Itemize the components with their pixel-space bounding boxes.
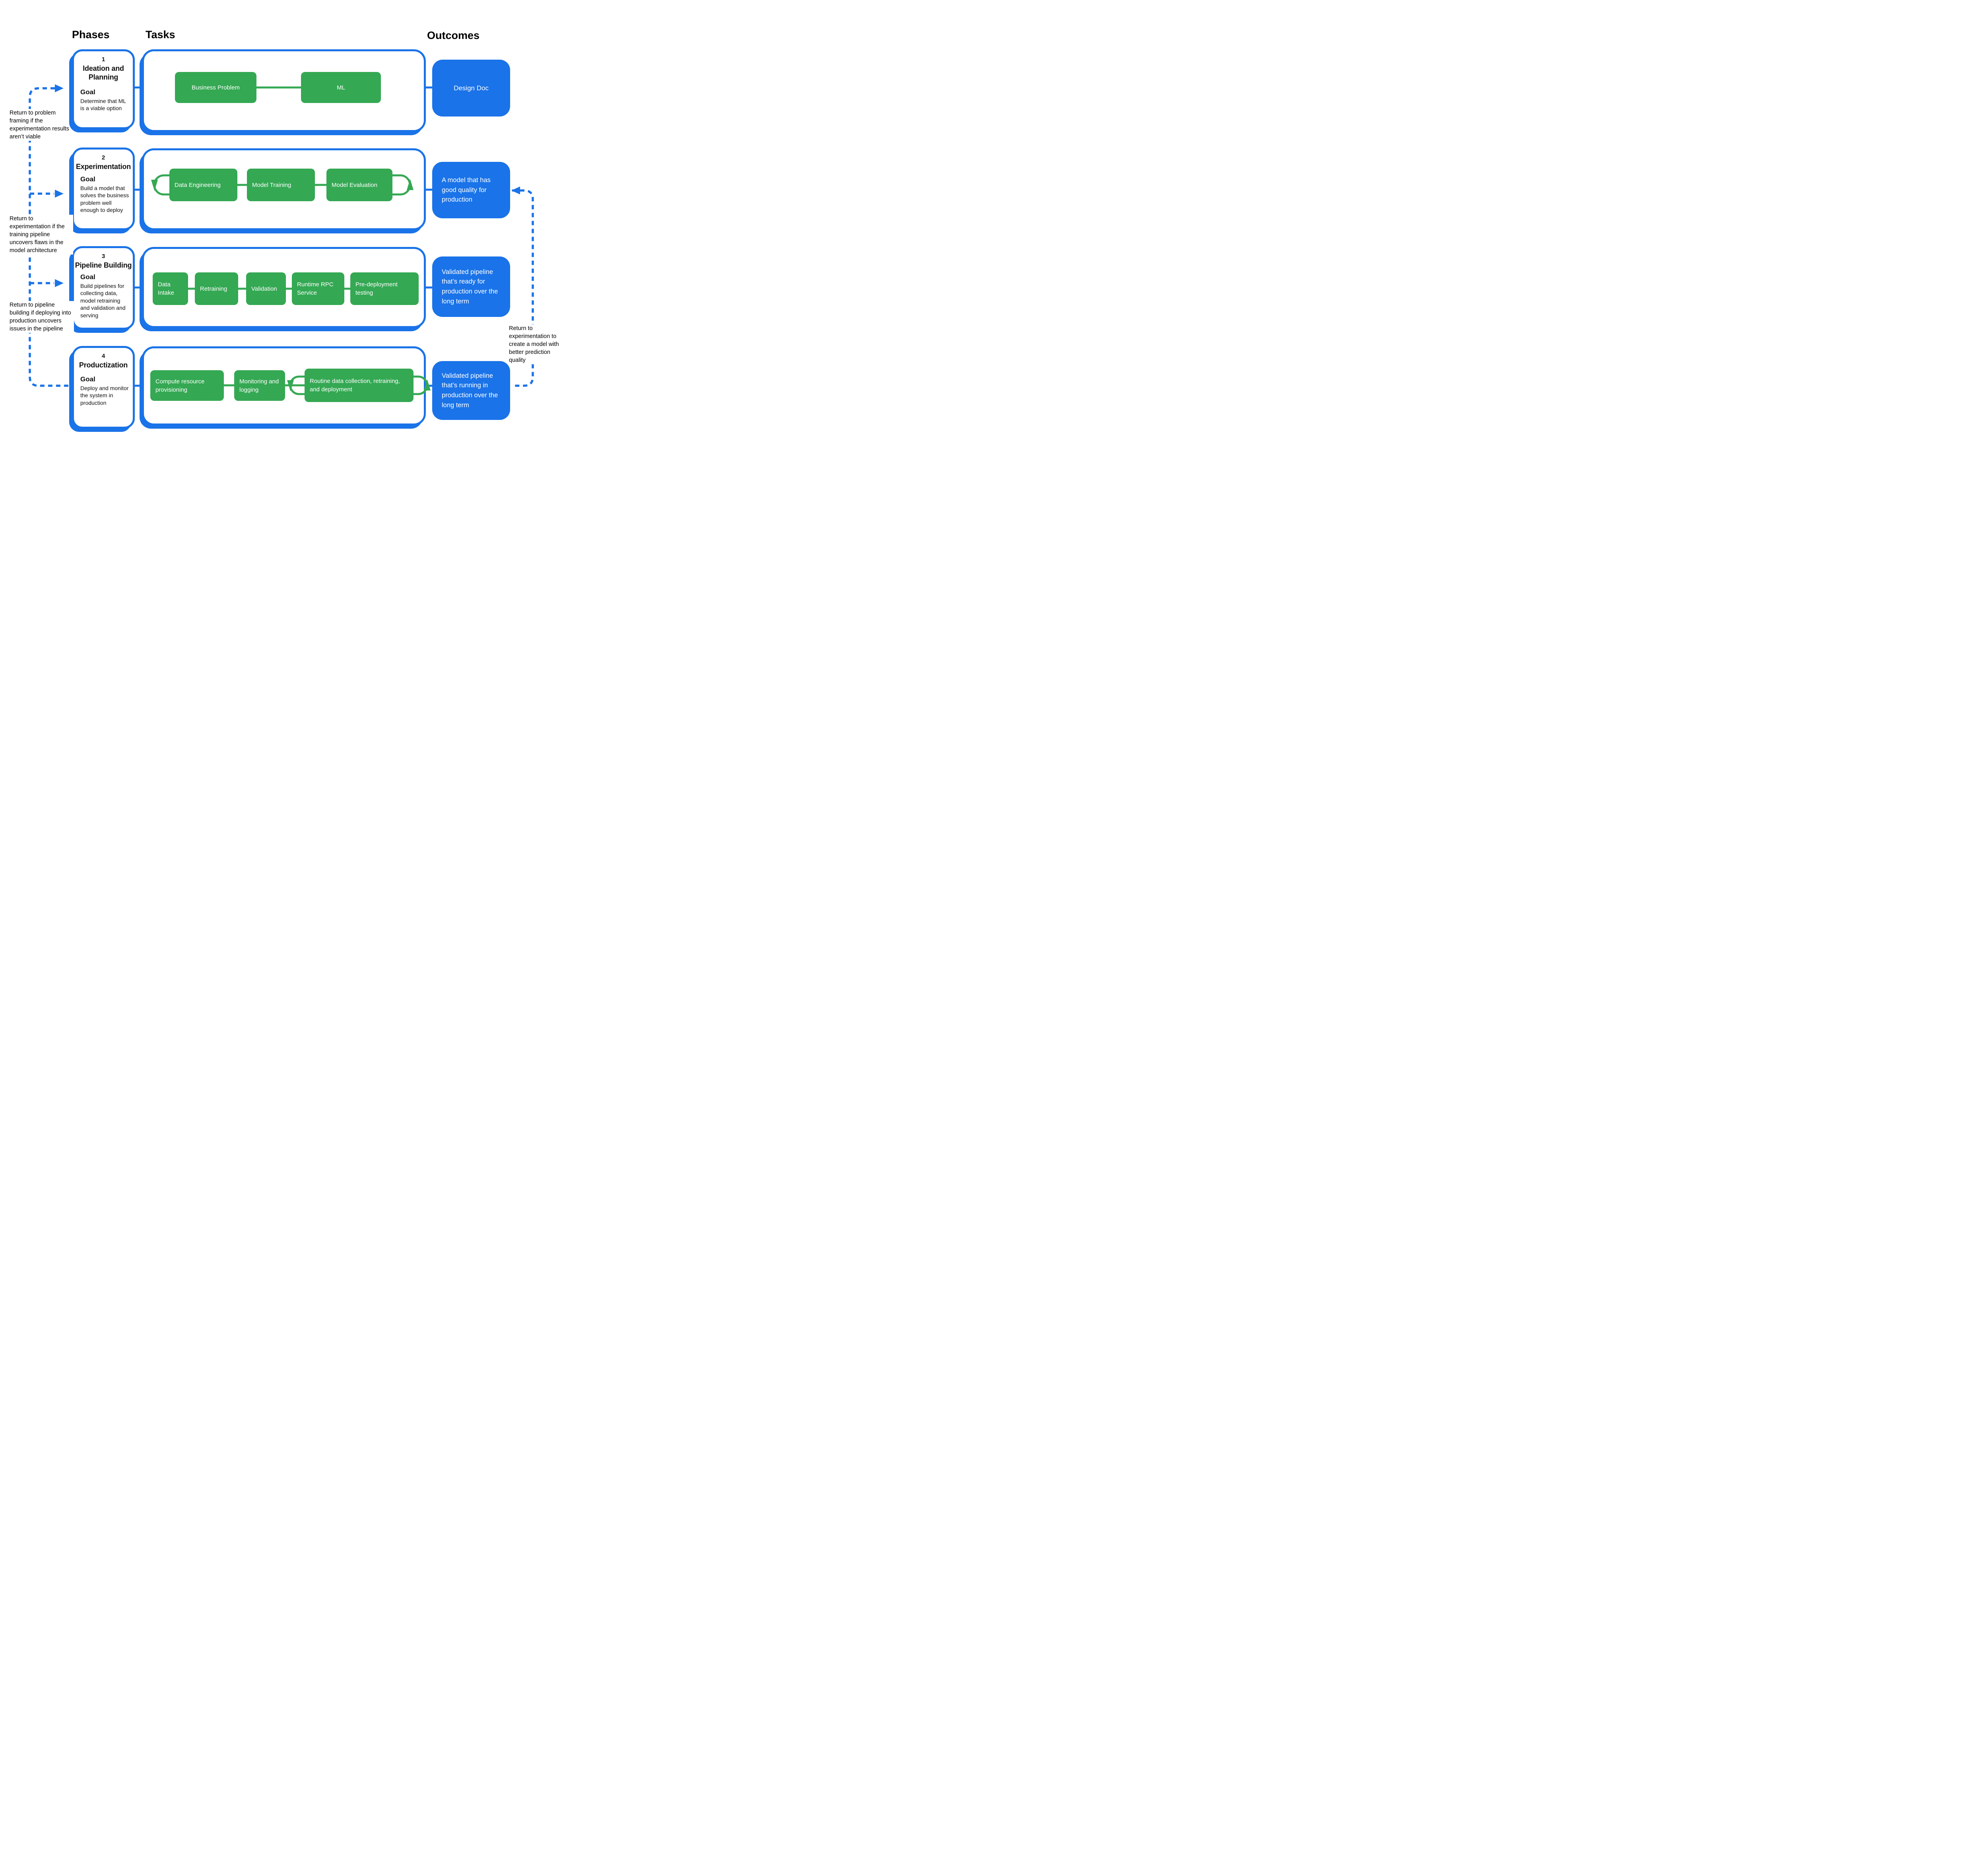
- phase-title: Productization: [79, 361, 128, 369]
- phase-title: Ideation and Planning: [83, 64, 124, 81]
- outcomes-header: Outcomes: [427, 29, 480, 41]
- phase-card-ideation: 1 Ideation and Planning Goal Determine t…: [72, 49, 135, 129]
- note-return-pipeline-building: Return to pipeline building if deploying…: [10, 301, 74, 333]
- return-arrow-to-experimentation-icon: [55, 190, 64, 198]
- goal-text: Determine that ML is a viable option: [80, 97, 126, 112]
- task-compute-resource-provisioning: Compute resource provisioning: [150, 370, 224, 401]
- goal-label: Goal: [80, 175, 95, 183]
- task-model-training: Model Training: [247, 169, 315, 201]
- phase-card-pipeline-building: 3 Pipeline Building Goal Build pipelines…: [72, 246, 135, 330]
- note-return-better-prediction: Return to experimentation to create a mo…: [509, 324, 562, 364]
- goal-text: Build pipelines for collecting data, mod…: [80, 282, 126, 319]
- phase-title: Experimentation: [76, 163, 131, 171]
- outcome-good-quality-model: A model that has good quality for produc…: [432, 162, 510, 218]
- phase-card-experimentation: 2 Experimentation Goal Build a model tha…: [72, 148, 135, 230]
- goal-text: Deploy and monitor the system in product…: [80, 385, 129, 406]
- phase-number: 4: [101, 353, 105, 359]
- task-model-evaluation: Model Evaluation: [326, 169, 392, 201]
- outcome-pipeline-running: Validated pipeline that’s running in pro…: [432, 361, 510, 420]
- goal-label: Goal: [80, 273, 95, 281]
- task-retraining: Retraining: [195, 272, 238, 305]
- goal-label: Goal: [80, 375, 95, 383]
- note-return-problem-framing: Return to problem framing if the experim…: [10, 109, 69, 141]
- phase-number: 2: [101, 154, 105, 161]
- task-data-engineering: Data Engineering: [169, 169, 237, 201]
- phases-header: Phases: [72, 29, 110, 41]
- task-connector-lines: [188, 86, 350, 387]
- task-monitoring-and-logging: Monitoring and logging: [234, 370, 285, 401]
- task-validation: Validation: [246, 272, 286, 305]
- goal-text: Build a model that solves the business p…: [80, 185, 129, 214]
- outcome-pipeline-ready: Validated pipeline that’s ready for prod…: [432, 256, 510, 317]
- return-arrow-to-model-outcome-icon: [511, 186, 520, 194]
- phase-number: 1: [101, 56, 105, 63]
- return-arrow-to-ideation-icon: [55, 84, 64, 92]
- task-routine-data-collection: Routine data collection, retraining, and…: [305, 369, 414, 402]
- task-ml: ML: [301, 72, 381, 103]
- goal-label: Goal: [80, 88, 95, 96]
- note-return-experimentation: Return to experimentation if the trainin…: [10, 215, 73, 254]
- task-data-intake: Data Intake: [153, 272, 188, 305]
- phase-number: 3: [101, 253, 105, 260]
- return-arrow-to-pipeline-icon: [55, 279, 64, 287]
- tasks-header: Tasks: [146, 29, 175, 41]
- outcome-design-doc: Design Doc: [432, 60, 510, 117]
- phase-connector-lines: [132, 86, 434, 387]
- task-business-problem: Business Problem: [175, 72, 256, 103]
- mlops-phases-diagram: Phases Tasks Outcomes: [0, 0, 564, 465]
- phase-card-productization: 4 Productization Goal Deploy and monitor…: [72, 346, 135, 429]
- phase-title: Pipeline Building: [75, 261, 132, 269]
- task-pre-deployment-testing: Pre-deployment testing: [350, 272, 419, 305]
- task-runtime-rpc-service: Runtime RPC Service: [292, 272, 344, 305]
